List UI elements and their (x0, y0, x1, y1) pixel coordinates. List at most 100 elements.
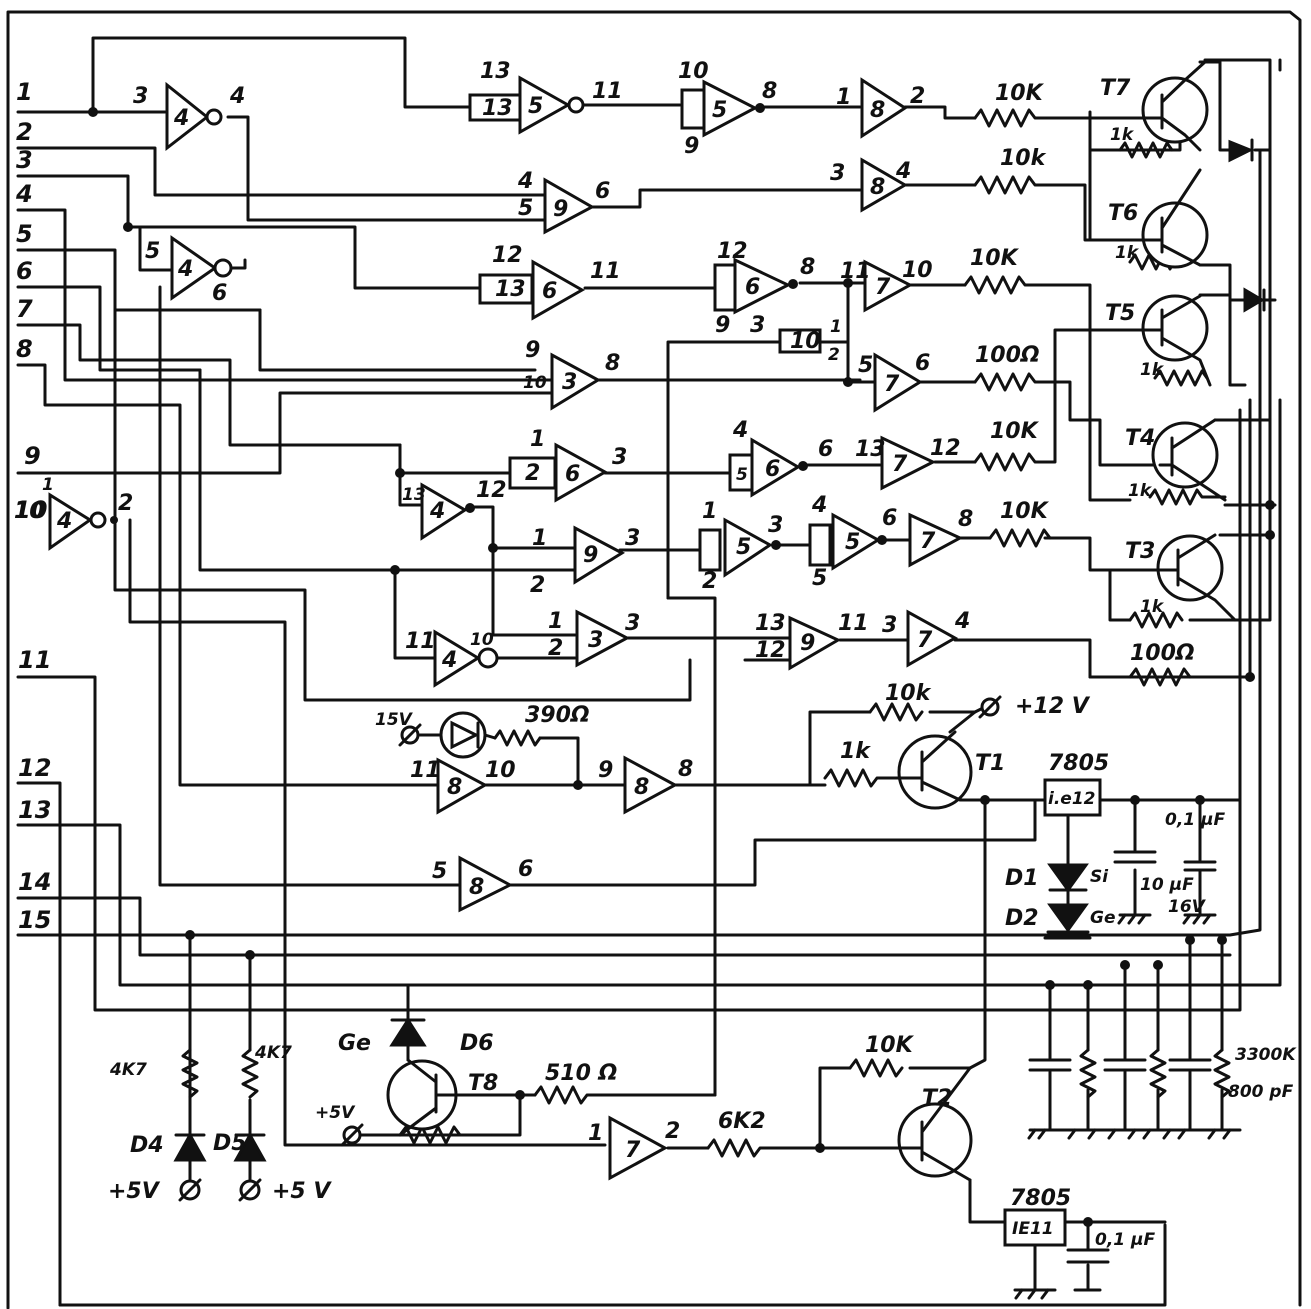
gate-pin-label: 11 (592, 79, 623, 104)
transistor-label: T6 (1108, 201, 1138, 226)
gate-pin-label: 9 (598, 758, 613, 783)
pin-label: 4 (15, 180, 33, 208)
gate-unit-label: 6 (745, 275, 760, 300)
resistor-value: 10K (970, 246, 1020, 271)
inverter-gate: 4 11 10 (405, 629, 499, 688)
gate-pin-label: 5 (518, 196, 533, 221)
pin-label: 11 (18, 646, 51, 674)
gate-pin-label: 11 (838, 611, 869, 636)
pin-label: 2 (16, 118, 33, 146)
resistors: 10K 1k 10k 1k 10K 1k 100Ω 10K 1k 10K 1k … (109, 81, 1297, 1158)
gate-pin-label: 8 (800, 255, 815, 280)
regulator-top: i.e12 7805 (1043, 751, 1109, 817)
gate-unit-label: 9 (800, 631, 815, 656)
buffer-gate: 7 8 (908, 507, 973, 568)
pin-label: 5 (16, 220, 33, 248)
resistor-value: 510 Ω (545, 1061, 617, 1086)
transistor-t4: T4 (1125, 418, 1227, 502)
and-gate: 9 13 12 11 (755, 611, 869, 671)
gate-pin-label: 4 (811, 493, 827, 518)
gate-pin-label: 6 (595, 179, 610, 204)
gate-unit-label: 5 (528, 94, 543, 119)
diode-d6: D6 Ge (338, 1017, 494, 1056)
buffer-gate: 7 11 10 (840, 258, 933, 313)
diode-type-label: Si (1090, 867, 1109, 887)
resistor-value: 10K (990, 419, 1040, 444)
gate-unit-label: 3 (588, 628, 603, 653)
gate-pin-label: 13 (402, 485, 426, 505)
gate-pin-label: 11 (590, 259, 621, 284)
pin-label: 9 (24, 442, 41, 470)
buffer-gate: 7 1 2 (588, 1115, 680, 1181)
gate-pin-label: 3 (750, 313, 765, 338)
diode-label: D5 (213, 1131, 247, 1156)
diode-type-label: Ge (338, 1031, 371, 1056)
pin-label: 15 (18, 906, 51, 934)
diode (1228, 138, 1254, 163)
gate-pin-label: 1 (548, 609, 563, 634)
gate-unit-label: 7 (884, 372, 900, 397)
pin-label: 6 (16, 257, 33, 285)
gate-pin-label: 2 (828, 345, 840, 365)
internal-wires (91, 36, 1282, 1292)
supply-terminals: +12 V 15V +5V +5V +5 V (108, 694, 1091, 1204)
gate-unit-label: 13 (482, 96, 513, 121)
supply-label: 15V (375, 710, 414, 730)
transistor-label: T3 (1125, 539, 1155, 564)
gate-pin-label: 2 (665, 1119, 680, 1144)
gate-pin-label: 3 (830, 161, 845, 186)
gate-pin-label: 10 (902, 258, 933, 283)
gate-pin-label: 5 (145, 239, 160, 264)
buffer-gate: 8 3 4 (830, 157, 911, 213)
supply-label: +5V (315, 1103, 356, 1123)
gate-pin-label: 4 (229, 84, 245, 109)
gate-pin-label: 4 (895, 159, 911, 184)
gate-pin-label: 8 (762, 79, 777, 104)
transistor-t2: T2 (897, 1066, 973, 1182)
gate-pin-label: 3 (768, 513, 783, 538)
gate-pin-label: 13 (755, 611, 786, 636)
capacitor-value: 16V (1168, 897, 1207, 917)
pin-label: 7 (16, 295, 33, 323)
gate-unit-label: 8 (870, 98, 885, 123)
supply-label: +5V (108, 1179, 161, 1204)
gate-pin-label: 10 (485, 758, 516, 783)
resistor-value: 1k (840, 739, 871, 764)
gate-pin-label: 4 (517, 169, 533, 194)
buffer-block: 10 3 1 2 (750, 313, 842, 365)
gate-pin-label: 2 (910, 84, 925, 109)
gate-unit-label: 5 (736, 535, 751, 560)
resistor-value: 1k (1110, 125, 1135, 145)
supply-label: +5 V (272, 1179, 332, 1204)
gate-unit-label: 7 (920, 529, 936, 554)
gate-pin-label: 2 (702, 569, 717, 594)
diode (1243, 287, 1266, 313)
gate-unit-label: 8 (469, 875, 484, 900)
inverter-gate: 4 10 1 2 (14, 475, 133, 551)
resistor-value: 4K7 (254, 1043, 292, 1063)
junction-dots (88, 107, 1275, 1227)
regulators: i.e12 7805 IE11 7805 (1003, 751, 1109, 1247)
gate-pin-label: 10 (470, 630, 494, 650)
regulator-body-label: IE11 (1012, 1219, 1054, 1239)
and-gate: 3 1 2 3 (548, 609, 640, 668)
resistor-value: 1k (1140, 360, 1165, 380)
gate-unit-label: 7 (875, 275, 891, 300)
regulator-body-label: i.e12 (1048, 789, 1095, 809)
buffer-gate: 7 5 6 (858, 351, 930, 413)
gate-pin-label: 11 (840, 259, 871, 284)
gate-pin-label: 1 (42, 475, 54, 495)
gate-pin-label: 12 (755, 638, 786, 663)
gate-pin-label: 12 (476, 478, 507, 503)
gate-unit-label: 2 (525, 461, 540, 486)
gate-unit-label: 9 (553, 197, 568, 222)
resistor-value: 1k (1115, 243, 1140, 263)
buffer-block: 2 1 6 3 (508, 427, 627, 503)
buffer-gate: 8 1 2 (836, 77, 925, 139)
diode-type-label: Ge (1090, 908, 1115, 928)
terminal-15v: 15V (375, 710, 422, 747)
gate-pin-label: 11 (410, 758, 441, 783)
diodes: D1 Si D2 Ge D4 D5 D6 Ge (130, 138, 1266, 1162)
gate-pin-label: 2 (548, 636, 563, 661)
